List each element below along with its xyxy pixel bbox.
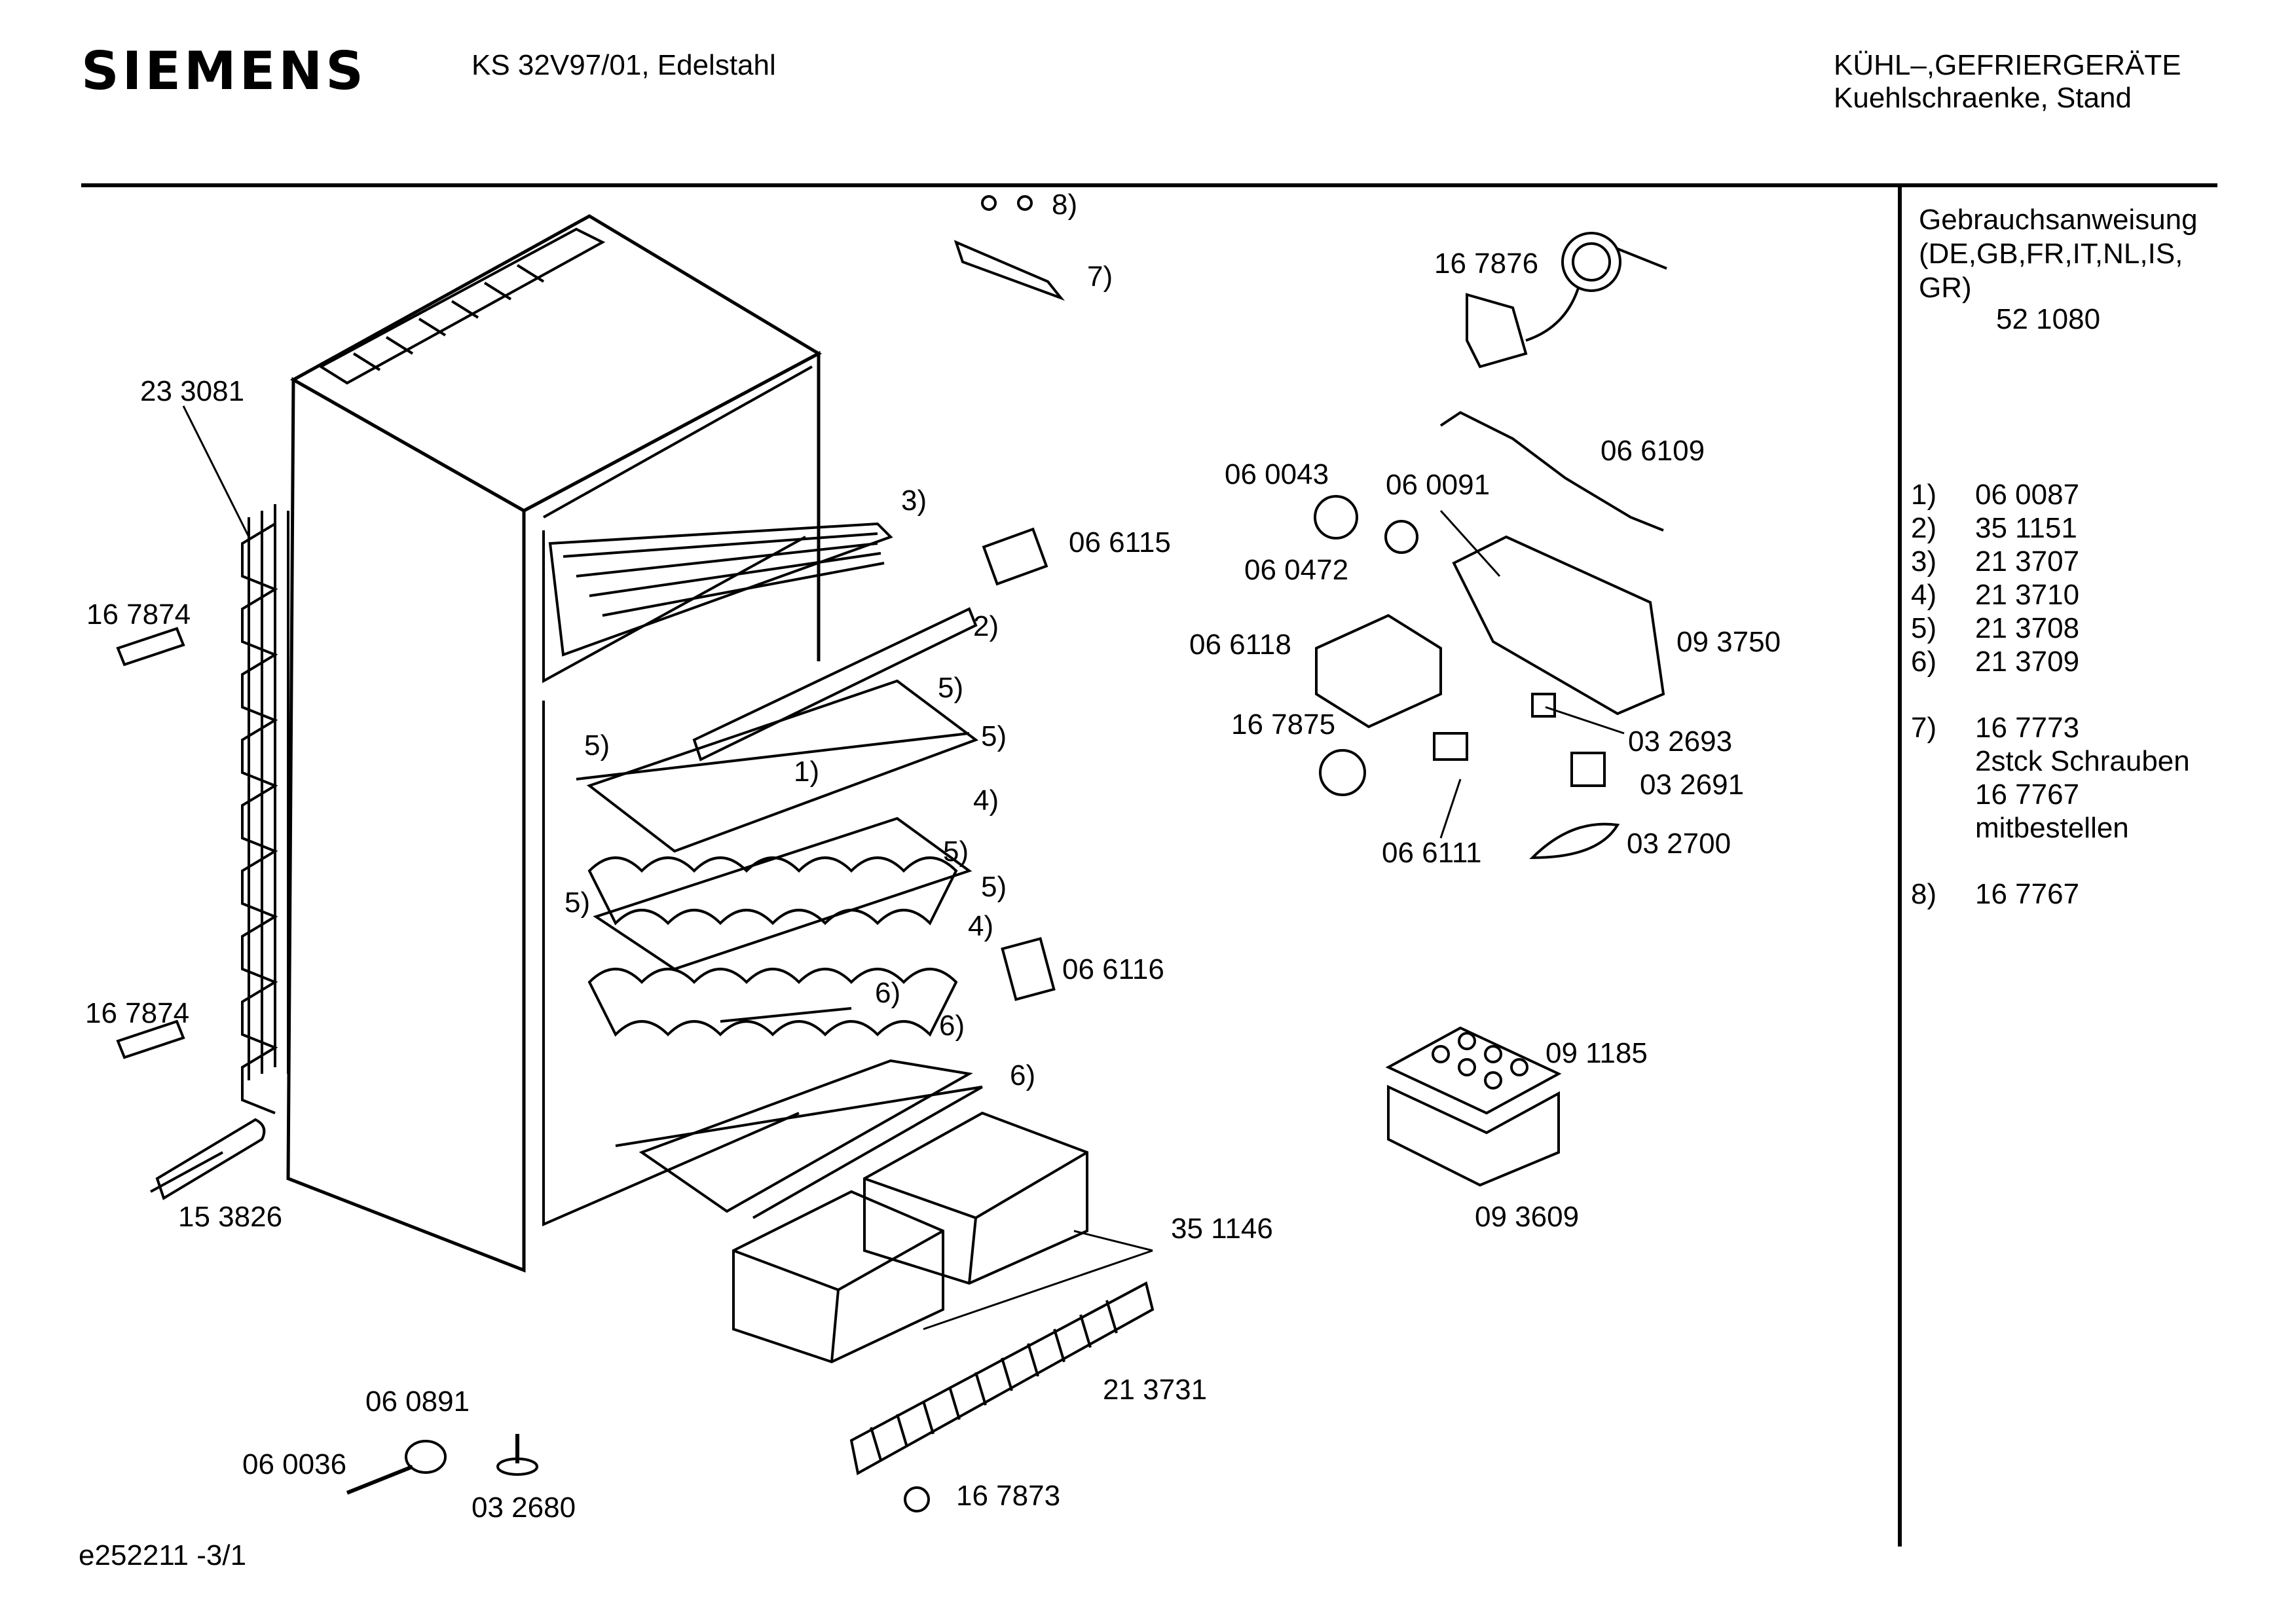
manual-languages: (DE,GB,FR,IT,NL,IS, (1919, 238, 2183, 270)
siemens-logo: SIEMENS (81, 41, 367, 101)
part-066118-label: 06 6118 (1189, 629, 1291, 661)
part-066109-label: 06 6109 (1601, 435, 1705, 467)
ref-5-label: 5) (943, 835, 969, 868)
legend-value: 21 3710 (1975, 579, 2080, 611)
ref-5-label: 5) (938, 672, 964, 704)
legend-key: 8) (1911, 878, 1937, 910)
manual-part-number: 52 1080 (1996, 303, 2101, 335)
drawing-code: e252211 -3/1 (79, 1539, 247, 1571)
legend-value: 35 1151 (1975, 512, 2077, 544)
ref-4-label: 4) (973, 784, 999, 816)
part-032700-label: 03 2700 (1627, 828, 1731, 860)
legend-value: 16 7767 (1975, 878, 2080, 910)
legend-value: 21 3709 (1975, 646, 2080, 678)
legend-key: 3) (1911, 545, 1937, 577)
ref-7-label: 7) (1087, 261, 1113, 293)
part-093750-label: 09 3750 (1676, 626, 1781, 658)
ref-3-label: 3) (901, 485, 927, 517)
legend-key: 5) (1911, 612, 1937, 644)
part-066111-label: 06 6111 (1382, 837, 1482, 869)
legend-value: 16 7773 (1975, 712, 2080, 744)
part-060043-label: 06 0043 (1225, 458, 1329, 490)
legend-key: 6) (1911, 646, 1937, 678)
ref-5-label: 5) (981, 871, 1007, 903)
ref-5-label: 5) (981, 720, 1007, 752)
part-167873-label: 16 7873 (956, 1480, 1061, 1512)
ref-6-label: 6) (1010, 1059, 1036, 1091)
part-060472-label: 06 0472 (1244, 554, 1349, 586)
manual-heading: Gebrauchsanweisung (1919, 204, 2198, 236)
legend-key: 7) (1911, 712, 1937, 744)
model-title: KS 32V97/01, Edelstahl (472, 49, 776, 81)
crisper-drawers-drawing (732, 1111, 1153, 1364)
legend-value: 21 3707 (1975, 545, 2080, 577)
part-066116-label: 06 6116 (1062, 953, 1164, 985)
part-032680-label: 03 2680 (472, 1492, 576, 1524)
part-167876-label: 16 7876 (1434, 247, 1539, 280)
ref-6-label: 6) (939, 1010, 965, 1042)
legend-value: 21 3708 (1975, 612, 2080, 644)
subcategory-title: Kuehlschraenke, Stand (1834, 82, 2132, 114)
legend-value: 2stck Schrauben (1975, 745, 2190, 777)
controls-drawing (1314, 232, 1667, 860)
legend-value: 06 0087 (1975, 479, 2080, 511)
part-060036-label: 06 0036 (242, 1448, 347, 1480)
part-233081-label: 23 3081 (140, 375, 245, 407)
category-title: KÜHL–,GEFRIERGERÄTE (1834, 49, 2181, 81)
ref-2-label: 2) (973, 610, 999, 642)
part-093609-label: 09 3609 (1475, 1201, 1580, 1233)
ref-5-label: 5) (584, 729, 610, 761)
fridge-cabinet-drawing (182, 214, 823, 1273)
sidebar-divider (1898, 183, 1902, 1547)
part-091185-label: 09 1185 (1546, 1037, 1648, 1069)
legend-key: 4) (1911, 579, 1937, 611)
header-divider (81, 183, 2217, 187)
part-167874-label: 16 7874 (85, 997, 190, 1029)
part-167875-label: 16 7875 (1231, 708, 1336, 741)
part-153826-label: 15 3826 (178, 1201, 283, 1233)
ref-5-label: 5) (565, 887, 591, 919)
legend-key: 1) (1911, 479, 1937, 511)
part-213731-label: 21 3731 (1103, 1374, 1208, 1406)
ref-8-label: 8) (1052, 189, 1078, 221)
ref-4-label: 4) (968, 910, 994, 942)
legend-key: 2) (1911, 512, 1937, 544)
ref-1-label: 1) (794, 756, 820, 788)
legend-value: 16 7767 (1975, 779, 2080, 811)
part-066115-label: 06 6115 (1069, 526, 1171, 559)
part-351146-label: 35 1146 (1171, 1213, 1273, 1245)
part-032691-label: 03 2691 (1640, 769, 1745, 801)
base-grille-drawing (849, 1281, 1155, 1512)
ref-6-label: 6) (875, 977, 901, 1009)
part-060091-label: 06 0091 (1386, 469, 1491, 501)
part-060891-label: 06 0891 (365, 1385, 470, 1418)
part-167874-label: 16 7874 (86, 598, 191, 631)
manual-languages-cont: GR) (1919, 272, 1972, 304)
hardware-drawing (116, 195, 1065, 1495)
part-032693-label: 03 2693 (1628, 725, 1733, 758)
ice-tray-drawing (1385, 1026, 1562, 1187)
shelves-drawing (548, 522, 983, 1219)
legend-value: mitbestellen (1975, 812, 2129, 844)
